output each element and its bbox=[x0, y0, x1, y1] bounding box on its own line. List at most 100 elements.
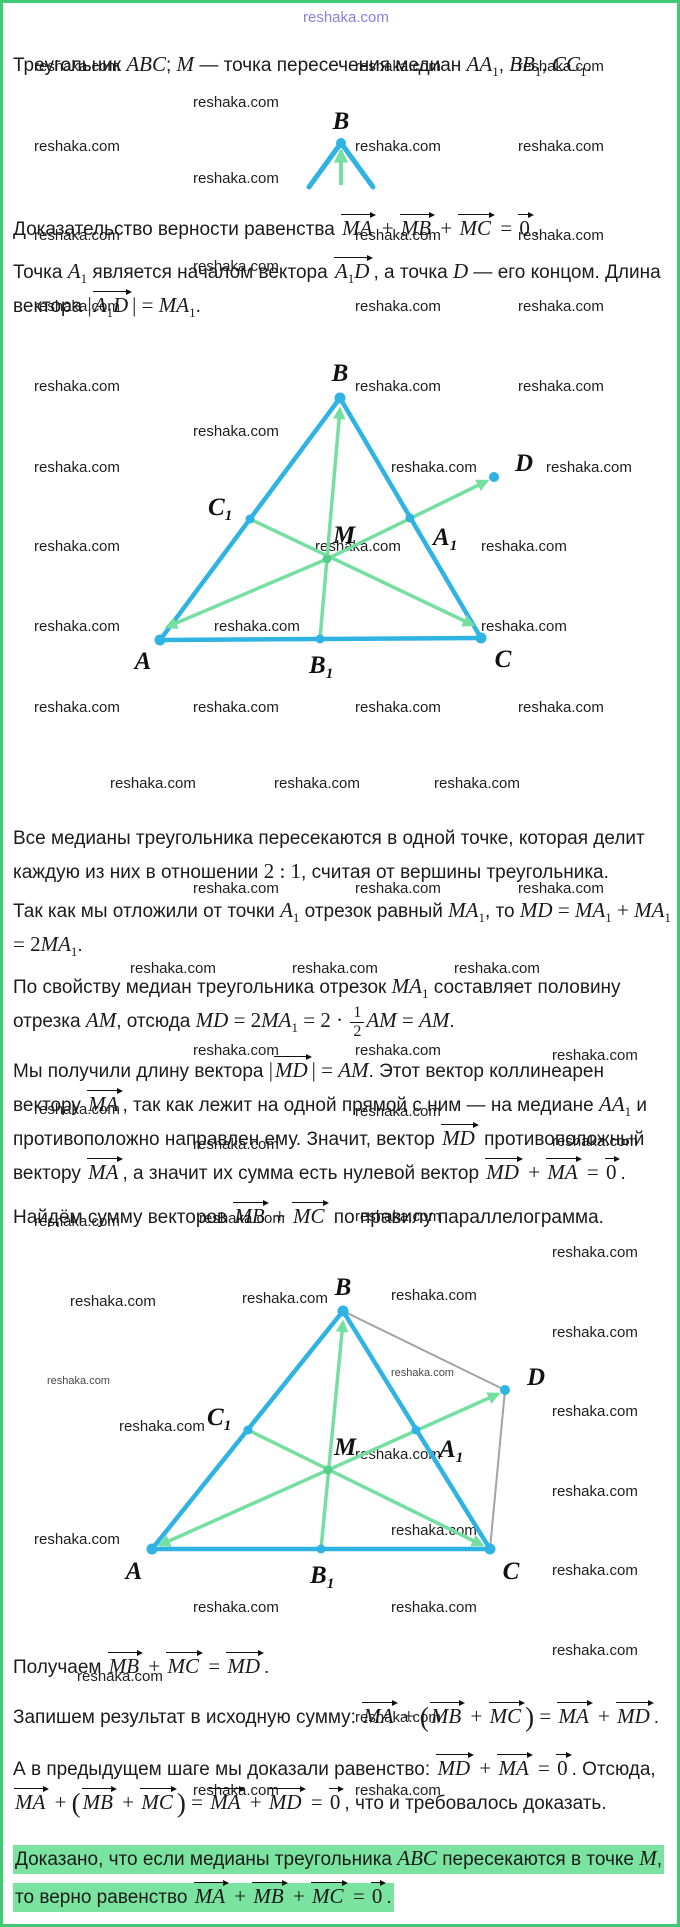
subscript: 1 bbox=[478, 910, 486, 926]
math-char: M bbox=[639, 1846, 657, 1870]
math-char: M bbox=[268, 1790, 287, 1814]
math-char: M bbox=[351, 1058, 369, 1082]
label-M: M bbox=[333, 1434, 357, 1461]
math-char: + bbox=[234, 1884, 247, 1908]
math-char: M bbox=[82, 1790, 101, 1814]
label-C1-sub: 1 bbox=[224, 1418, 232, 1434]
math-char: = bbox=[141, 293, 154, 317]
median-vectors bbox=[164, 406, 490, 640]
mini-triangle-tip: B bbox=[306, 111, 376, 190]
label-D: D bbox=[526, 1364, 545, 1391]
watermark: reshaka.com bbox=[391, 1599, 477, 1616]
math-char: C bbox=[184, 1654, 199, 1678]
point-B bbox=[336, 138, 346, 148]
vector-expression: MA bbox=[193, 1879, 230, 1907]
paragraph-opposite-vectors: Мы получили длину вектора |MD| = AM. Это… bbox=[13, 1053, 671, 1190]
math-char: M bbox=[486, 1160, 504, 1184]
paragraph-substitute-sum: Запишем результат в исходную сумму: MA +… bbox=[13, 1699, 671, 1734]
label-A1-main: A bbox=[431, 524, 450, 551]
math-char: D bbox=[286, 1790, 302, 1814]
math-char: M bbox=[141, 1790, 159, 1814]
text-run: составляет половину отрезка bbox=[13, 977, 621, 1032]
text-run: Запишем результат в исходную сумму: bbox=[13, 1707, 362, 1728]
vector-MA bbox=[164, 557, 328, 629]
watermark: reshaka.com bbox=[481, 618, 567, 635]
subscript: 1 bbox=[624, 1104, 632, 1120]
math-char: A bbox=[380, 1704, 394, 1728]
math-char: + bbox=[273, 1204, 286, 1228]
watermark: reshaka.com bbox=[355, 138, 441, 155]
math-char: M bbox=[431, 1008, 450, 1032]
watermark: reshaka.com bbox=[47, 1375, 110, 1387]
text-run: Доказано, что если медианы треугольника bbox=[15, 1849, 398, 1870]
text-run: Доказательство верности равенства bbox=[13, 219, 341, 240]
math-char: + bbox=[617, 898, 629, 922]
vector-expression: MC bbox=[139, 1785, 177, 1814]
label-C1: C1 bbox=[208, 494, 232, 524]
math-char: M bbox=[459, 216, 477, 240]
label-B1: B1 bbox=[309, 1562, 334, 1592]
math-char: A bbox=[278, 1008, 292, 1032]
watermark: reshaka.com bbox=[34, 138, 120, 155]
math-char: M bbox=[312, 1884, 330, 1908]
math-expression: 2 : 1 bbox=[264, 859, 301, 883]
text-run: Получаем bbox=[13, 1657, 107, 1678]
watermark: reshaka.com bbox=[193, 258, 279, 275]
vector-expression: MB bbox=[81, 1785, 118, 1814]
math-char: A bbox=[105, 1092, 119, 1116]
vector-expression: MD bbox=[615, 1699, 654, 1727]
text-run: , то верно равенство bbox=[15, 1849, 663, 1908]
vector-MA bbox=[157, 1468, 329, 1547]
math-char: + bbox=[479, 1756, 492, 1780]
watermark: reshaka.com bbox=[391, 1367, 454, 1379]
vector-expression: MD bbox=[440, 1121, 479, 1149]
math-char: + bbox=[381, 216, 394, 240]
math-char: D bbox=[213, 1008, 229, 1032]
watermark: reshaka.com bbox=[355, 1103, 441, 1120]
watermark: reshaka.com bbox=[242, 1290, 328, 1307]
math-char: M bbox=[227, 1654, 245, 1678]
text-run: противоположный вектору bbox=[13, 1129, 645, 1184]
text-run: , bbox=[498, 55, 510, 76]
text-run: . Отсюда, bbox=[571, 1759, 656, 1780]
math-char: M bbox=[379, 1008, 397, 1032]
text-run: Треугольник bbox=[13, 55, 127, 76]
math-char: + bbox=[54, 1790, 67, 1814]
math-char: + bbox=[148, 1654, 161, 1678]
watermark: reshaka.com bbox=[193, 1599, 279, 1616]
math-char: B bbox=[448, 1704, 462, 1728]
labels: B A C D M C1 B1 A1 bbox=[124, 1274, 545, 1592]
big-bracket: ) bbox=[525, 1702, 535, 1732]
watermark: reshaka.com bbox=[546, 459, 632, 476]
math-char: C bbox=[422, 1846, 437, 1870]
text-run: , так как лежит на одной прямой с ним — … bbox=[122, 1095, 599, 1116]
math-expression: = bbox=[186, 1790, 208, 1814]
math-char: 2 bbox=[263, 859, 275, 883]
watermark: reshaka.com bbox=[214, 618, 300, 635]
watermark: reshaka.com bbox=[518, 58, 604, 75]
math-expression: = bbox=[203, 1654, 225, 1678]
vector-expression: MA bbox=[86, 1087, 123, 1116]
point-C bbox=[484, 1543, 496, 1555]
vector-expression: MA bbox=[340, 211, 377, 239]
watermark: reshaka.com bbox=[34, 1531, 120, 1548]
vector-expression: MC bbox=[291, 1199, 329, 1227]
point-D bbox=[489, 472, 499, 482]
watermark: reshaka.com bbox=[454, 960, 540, 977]
paragraph-parallelogram-result: Получаем MB + MC = MD. bbox=[13, 1649, 671, 1684]
vector-expression: MC bbox=[457, 211, 495, 240]
math-char: M bbox=[40, 932, 59, 956]
math-expression: CC1 bbox=[552, 52, 587, 78]
vector-expression: MA bbox=[13, 1785, 50, 1813]
vector-MB bbox=[319, 1319, 349, 1550]
watermark: reshaka.com bbox=[193, 1782, 279, 1799]
segment-CD bbox=[489, 1389, 506, 1550]
math-expression: = bbox=[136, 293, 158, 317]
math-char: = bbox=[303, 1008, 316, 1032]
subscript: 1 bbox=[605, 910, 612, 926]
vector-expression: MB bbox=[429, 1699, 466, 1728]
math-char: D bbox=[354, 259, 370, 283]
label-A1: A1 bbox=[431, 524, 457, 554]
math-expression: + bbox=[49, 1790, 71, 1814]
math-expression: = bbox=[495, 216, 517, 240]
